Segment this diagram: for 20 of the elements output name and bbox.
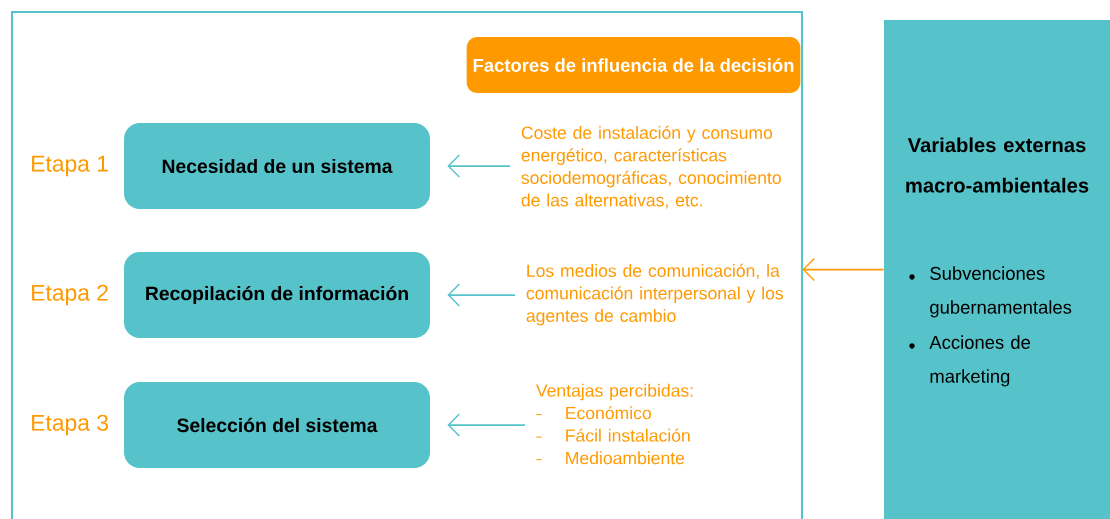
stage-label: Etapa 3 <box>32 414 108 436</box>
stage-box: Selección del sistema <box>124 382 430 468</box>
list-heading: Ventajas percibidas: <box>535 383 693 401</box>
stage-label: Etapa 1 <box>32 155 108 177</box>
list-item: Fácil instalación <box>566 428 690 442</box>
arrow <box>447 283 516 307</box>
arrow <box>802 257 885 282</box>
bullet-text: Acciones de marketing <box>929 335 1031 387</box>
list-item: Medioambiente <box>566 451 685 465</box>
factor-text: Coste de instalación y consumo energético, características sociodemográficas, conocimiento de las alternativas, etc. <box>521 125 781 209</box>
factor-text: Los medios de comunicación, la comunicación interpersonal y los agentes de cambio <box>526 263 784 326</box>
arrow <box>447 413 526 437</box>
list-item: Económico <box>566 406 651 420</box>
arrow <box>447 154 511 178</box>
stage-box: Recopilación de información <box>124 252 430 338</box>
bullet-text: Subvenciones gubernamentales <box>930 266 1072 318</box>
heading-box: Factores de influencia de la decisión <box>466 37 801 93</box>
stage-box: Necesidad de un sistema <box>124 123 430 209</box>
stage-label: Etapa 2 <box>32 284 108 306</box>
frame <box>10 10 804 519</box>
